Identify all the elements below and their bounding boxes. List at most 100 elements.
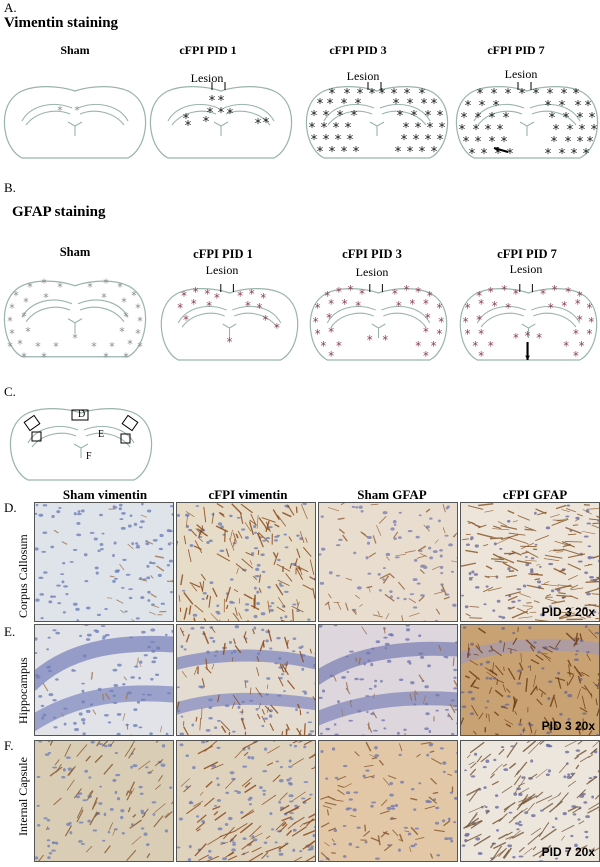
asterisk-marker: *	[181, 289, 187, 303]
ventricle-right	[85, 432, 131, 448]
asterisk-marker: *	[218, 106, 225, 121]
asterisk-marker: *	[249, 287, 255, 301]
asterisk-marker: *	[119, 324, 125, 338]
asterisk-marker: *	[123, 309, 129, 323]
asterisk-marker: *	[505, 87, 512, 102]
asterisk-marker: *	[382, 333, 388, 347]
box-region-d	[71, 409, 89, 421]
brain-outline	[309, 288, 448, 361]
asterisk-marker: *	[461, 111, 468, 126]
asterisk-marker: *	[315, 301, 321, 315]
asterisk-marker: *	[123, 350, 129, 362]
asterisk-marker: *	[135, 301, 141, 315]
asterisk-marker: *	[488, 285, 494, 299]
asterisk-marker: *	[109, 339, 115, 353]
asterisk-marker: *	[103, 350, 109, 362]
third-ventricle	[67, 121, 83, 136]
asterisk-marker: *	[392, 287, 398, 301]
asterisk-marker: *	[465, 327, 471, 341]
corpus-callosum-right	[381, 305, 431, 324]
asterisk-marker: *	[579, 123, 586, 138]
ventricle-right	[79, 306, 125, 323]
b-col-pid3: cFPI PID 3	[342, 247, 402, 261]
asterisk-marker: *	[571, 147, 578, 162]
asterisk-marker: *	[13, 288, 19, 302]
asterisk-marker: *	[575, 99, 582, 114]
micrograph-hc-sham-vimentin	[34, 624, 174, 736]
ventricle-right	[383, 312, 427, 328]
asterisk-marker: *	[359, 287, 365, 301]
asterisk-marker: *	[533, 87, 540, 102]
asterisk-marker: *	[431, 145, 438, 160]
third-ventricle	[521, 323, 536, 338]
asterisk-marker: *	[479, 99, 486, 114]
asterisk-marker: *	[491, 87, 498, 102]
asterisk-marker: *	[478, 327, 484, 341]
asterisk-marker: *	[436, 301, 442, 315]
asterisk-marker: *	[513, 287, 519, 301]
micrograph-cc-sham-gfap	[318, 502, 458, 622]
asterisk-marker: *	[573, 87, 580, 102]
asterisk-marker: *	[563, 111, 570, 126]
ventricle-right	[79, 110, 125, 126]
asterisk-marker: *	[478, 349, 484, 363]
asterisk-marker: *	[321, 121, 328, 136]
asterisk-marker: *	[347, 133, 354, 148]
asterisk-marker: *	[583, 147, 590, 162]
asterisk-marker: *	[336, 339, 342, 353]
tag-pid3-hc: PID 3 20x	[541, 719, 595, 733]
asterisk-marker: *	[355, 97, 362, 112]
asterisk-marker: *	[342, 297, 348, 311]
asterisk-marker: *	[419, 145, 426, 160]
asterisk-marker: *	[475, 135, 482, 150]
asterisk-marker: *	[577, 135, 584, 150]
asterisk-marker: *	[57, 280, 63, 294]
micrograph-hc-cfpi-vimentin	[176, 624, 316, 736]
asterisk-marker: *	[551, 135, 558, 150]
asterisk-marker: *	[489, 135, 496, 150]
ventricle-left	[25, 110, 71, 126]
asterisk-marker: *	[415, 121, 422, 136]
c-region-d: D	[78, 409, 86, 420]
panel-e-label: E.	[4, 624, 16, 639]
asterisk-marker: *	[415, 285, 421, 299]
asterisk-marker: *	[103, 276, 109, 290]
asterisk-marker: *	[469, 147, 476, 162]
row-internal-capsule: Internal Capsule	[16, 757, 30, 836]
micrograph-ic-cfpi-gfap: PID 7 20x	[460, 740, 600, 862]
asterisk-marker: *	[329, 145, 336, 160]
b-brain-sham: ***********************************	[3, 276, 147, 362]
asterisk-marker: *	[437, 133, 444, 148]
asterisk-marker: *	[476, 313, 482, 327]
asterisk-marker: *	[227, 335, 233, 349]
corpus-callosum-right	[77, 103, 129, 122]
corpus-callosum-left	[167, 103, 219, 122]
ventricle-left	[480, 312, 524, 328]
a-brain-sham: **	[3, 86, 147, 159]
c-region-f: F	[86, 451, 92, 462]
asterisk-marker: *	[465, 99, 472, 114]
b-col-pid1: cFPI PID 1	[193, 247, 253, 261]
asterisk-marker: *	[9, 326, 15, 340]
micrograph-ic-sham-vimentin	[34, 740, 174, 862]
brain-outline	[3, 86, 147, 159]
asterisk-marker: *	[425, 109, 432, 124]
asterisk-marker: *	[193, 285, 199, 299]
asterisk-marker: *	[262, 313, 268, 327]
asterisk-marker: *	[438, 315, 444, 329]
box-region-left-upper	[23, 414, 41, 432]
asterisk-marker: *	[41, 276, 47, 290]
asterisk-marker: *	[437, 109, 444, 124]
asterisk-marker: *	[495, 147, 502, 162]
asterisk-marker: *	[218, 94, 225, 109]
box-region-right-upper	[121, 414, 139, 432]
asterisk-marker: *	[465, 301, 471, 315]
asterisk-marker: *	[419, 87, 426, 102]
asterisk-marker: *	[74, 104, 80, 117]
asterisk-marker: *	[481, 147, 488, 162]
b-col-pid7: cFPI PID 7	[497, 247, 557, 261]
asterisk-marker: *	[9, 301, 15, 315]
brain-outline	[305, 86, 449, 159]
asterisk-marker: *	[545, 147, 552, 162]
d-col-sham-gfap: Sham GFAP	[357, 487, 427, 502]
